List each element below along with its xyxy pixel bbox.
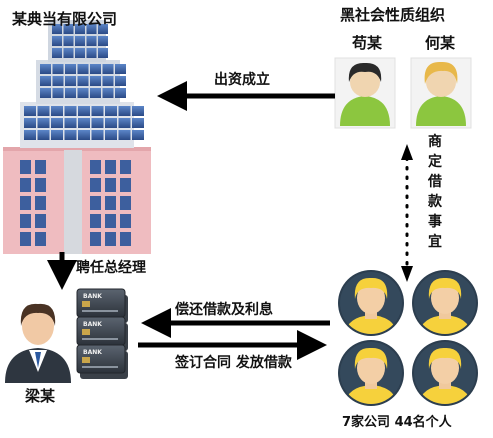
negotiate-char: 款 — [428, 194, 442, 210]
negotiate-char: 定 — [428, 154, 442, 170]
arrow-negotiate — [401, 144, 413, 282]
negotiate-char: 事 — [428, 214, 442, 230]
negotiate-char: 宜 — [428, 234, 442, 250]
invest-label: 出资成立 — [214, 72, 270, 88]
person-avatar-icon — [338, 340, 404, 406]
lender-group-icon — [338, 270, 478, 406]
gang-member-he: 何某 — [425, 34, 456, 52]
person-icon-he — [410, 57, 472, 129]
businessman-icon — [5, 303, 71, 383]
svg-text:BANK: BANK — [83, 321, 102, 328]
svg-text:BANK: BANK — [83, 293, 102, 300]
person-icon-gou — [334, 57, 396, 129]
repay-label: 偿还借款及利息 — [175, 302, 273, 318]
manager-name: 梁某 — [25, 387, 56, 405]
person-avatar-icon — [338, 270, 404, 336]
bank-cards-icon: BANK BANK BANK — [76, 288, 128, 379]
person-avatar-icon — [412, 340, 478, 406]
lenders-caption: 7家公司 44名个人 — [342, 415, 452, 430]
company-name: 某典当有限公司 — [12, 10, 118, 28]
office-building-icon — [3, 20, 151, 254]
gang-member-gou: 苟某 — [352, 34, 383, 52]
lend-label: 签订合同 发放借款 — [175, 355, 292, 371]
gang-title: 黑社会性质组织 — [340, 6, 446, 24]
negotiate-char: 商 — [428, 134, 442, 150]
svg-text:BANK: BANK — [83, 349, 102, 356]
appoint-label: 聘任总经理 — [76, 260, 146, 276]
negotiate-label: 商定借款事宜 — [428, 132, 442, 252]
person-avatar-icon — [412, 270, 478, 336]
negotiate-char: 借 — [428, 174, 442, 190]
